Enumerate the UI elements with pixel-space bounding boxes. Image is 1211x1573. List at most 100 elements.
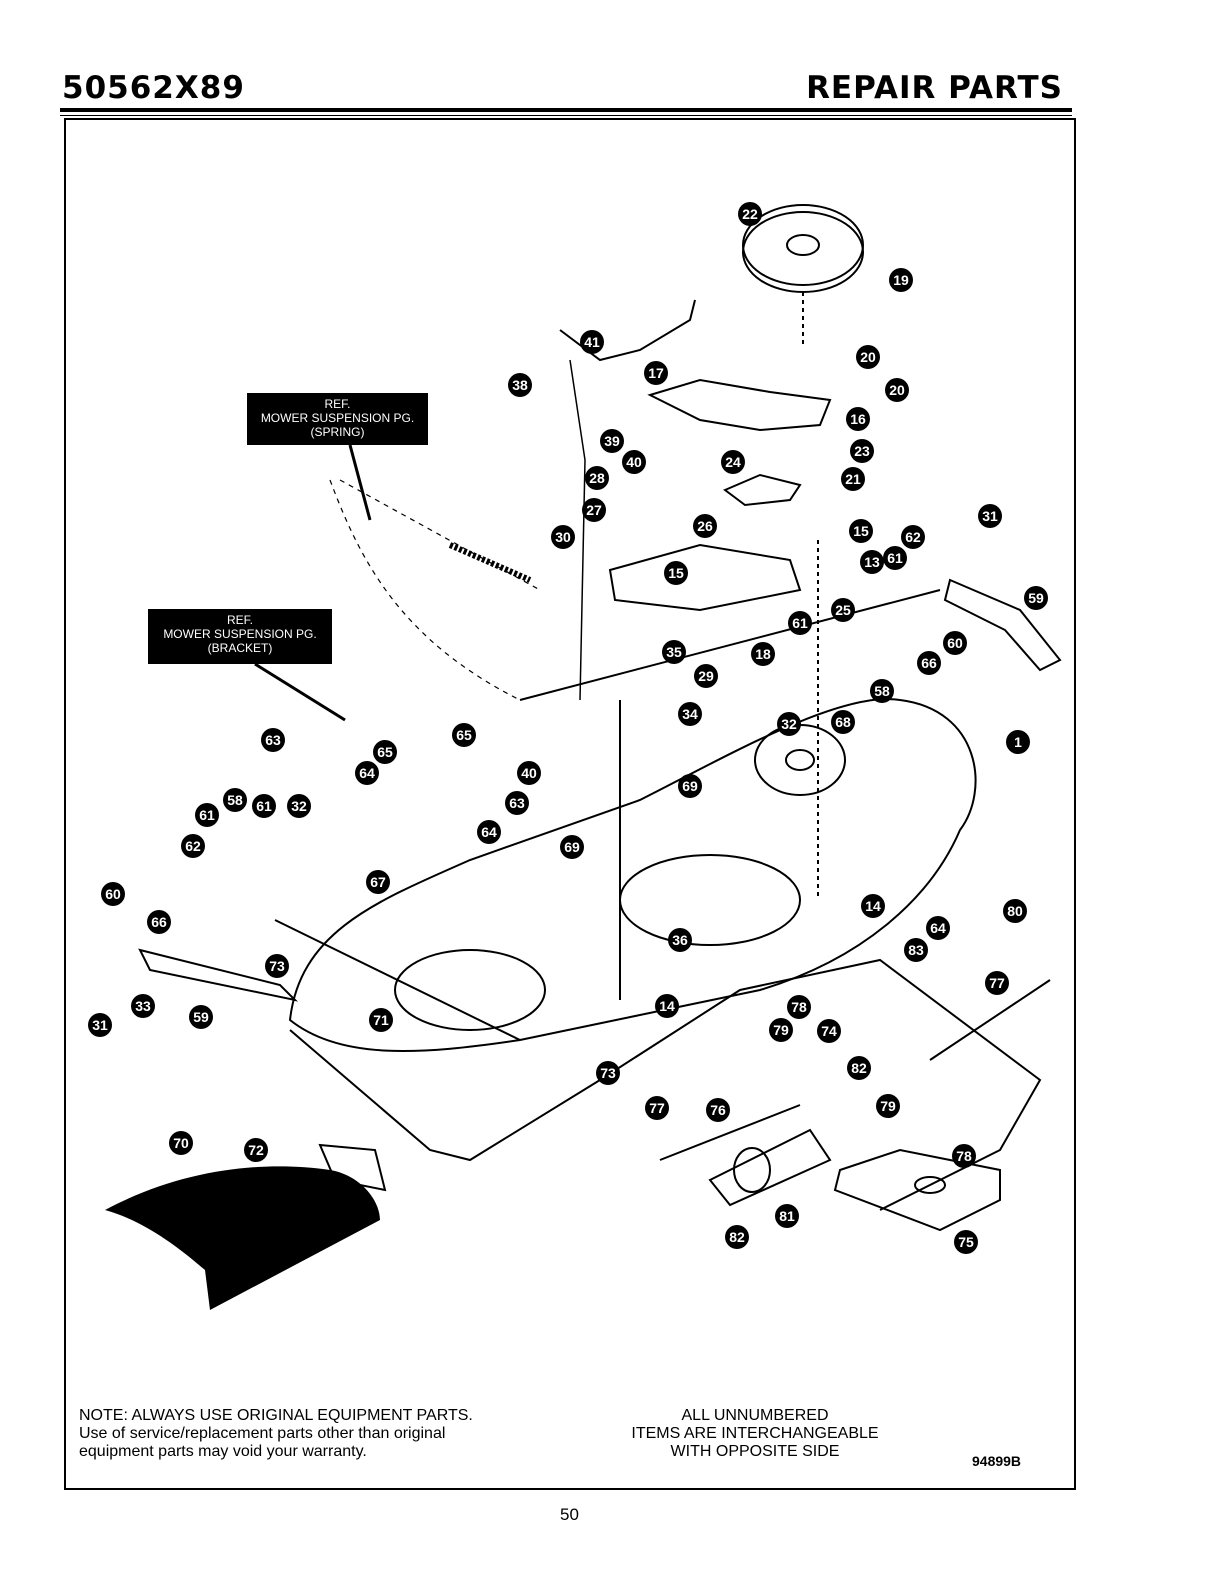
rear-rod: [274, 919, 521, 1041]
svg-text:58: 58: [874, 683, 890, 699]
callout-23: 23: [850, 439, 874, 463]
note-line: Use of service/replacement parts other t…: [79, 1425, 446, 1442]
callout-16: 16: [846, 407, 870, 431]
svg-text:61: 61: [256, 798, 272, 814]
svg-text:59: 59: [1028, 590, 1044, 606]
callout-20: 20: [856, 345, 880, 369]
svg-text:70: 70: [173, 1135, 189, 1151]
callout-32: 32: [777, 712, 801, 736]
svg-text:16: 16: [850, 411, 866, 427]
callout-59: 59: [1024, 586, 1048, 610]
callout-63: 63: [261, 728, 285, 752]
callout-25: 25: [831, 598, 855, 622]
ref-line: (SPRING): [310, 425, 365, 439]
callout-24: 24: [721, 450, 745, 474]
svg-text:23: 23: [854, 443, 870, 459]
ref-line: (BRACKET): [207, 641, 273, 655]
callout-64: 64: [926, 916, 950, 940]
gauge-wheel: [733, 1147, 771, 1193]
callout-32: 32: [287, 794, 311, 818]
callout-22: 22: [738, 202, 762, 226]
svg-text:19: 19: [893, 272, 909, 288]
callout-58: 58: [223, 788, 247, 812]
svg-text:20: 20: [889, 382, 905, 398]
svg-text:78: 78: [956, 1148, 972, 1164]
svg-text:21: 21: [845, 471, 861, 487]
svg-text:40: 40: [626, 454, 642, 470]
note-line: ALL UNNUMBERED: [681, 1407, 829, 1424]
svg-text:62: 62: [185, 838, 201, 854]
callout-60: 60: [101, 882, 125, 906]
svg-text:28: 28: [589, 470, 605, 486]
callout-83: 83: [904, 938, 928, 962]
svg-text:18: 18: [755, 646, 771, 662]
callout-68: 68: [831, 710, 855, 734]
section-title: REPAIR PARTS: [806, 70, 1063, 106]
callout-59: 59: [189, 1005, 213, 1029]
svg-text:80: 80: [1007, 903, 1023, 919]
callout-81: 81: [775, 1204, 799, 1228]
note-unnumbered-items: ALL UNNUMBERED ITEMS ARE INTERCHANGEABLE…: [610, 1407, 900, 1461]
svg-text:65: 65: [456, 727, 472, 743]
svg-text:36: 36: [672, 932, 688, 948]
svg-text:34: 34: [682, 706, 698, 722]
callout-40: 40: [517, 761, 541, 785]
diagram-code: 94899B: [972, 1453, 1022, 1469]
idler-bracket: [647, 378, 832, 432]
note-original-parts: NOTE: ALWAYS USE ORIGINAL EQUIPMENT PART…: [79, 1407, 539, 1461]
svg-text:73: 73: [269, 958, 285, 974]
callout-77: 77: [985, 971, 1009, 995]
callout-58: 58: [870, 679, 894, 703]
ref-box-spring: REF. MOWER SUSPENSION PG. (SPRING): [247, 393, 428, 445]
model-number: 50562X89: [62, 70, 245, 106]
svg-text:66: 66: [921, 655, 937, 671]
svg-text:77: 77: [989, 975, 1005, 991]
svg-text:79: 79: [880, 1098, 896, 1114]
callout-79: 79: [769, 1018, 793, 1042]
svg-text:75: 75: [958, 1234, 974, 1250]
svg-text:14: 14: [865, 898, 881, 914]
svg-text:31: 31: [982, 508, 998, 524]
svg-text:78: 78: [791, 999, 807, 1015]
svg-text:71: 71: [373, 1012, 389, 1028]
callout-62: 62: [181, 834, 205, 858]
callout-29: 29: [694, 664, 718, 688]
svg-text:33: 33: [135, 998, 151, 1014]
callout-60: 60: [943, 631, 967, 655]
page-number: 50: [560, 1505, 579, 1524]
callout-82: 82: [847, 1056, 871, 1080]
svg-text:64: 64: [930, 920, 946, 936]
gauge-bracket: [833, 1148, 1001, 1232]
svg-text:24: 24: [725, 454, 741, 470]
svg-text:30: 30: [555, 529, 571, 545]
svg-text:15: 15: [668, 565, 684, 581]
callout-34: 34: [678, 702, 702, 726]
note-line: NOTE: ALWAYS USE ORIGINAL EQUIPMENT PART…: [79, 1407, 473, 1424]
ref-box-bracket: REF. MOWER SUSPENSION PG. (BRACKET): [148, 609, 332, 664]
svg-text:27: 27: [586, 502, 602, 518]
svg-text:66: 66: [151, 914, 167, 930]
callout-73: 73: [265, 954, 289, 978]
callout-79: 79: [876, 1094, 900, 1118]
callout-64: 64: [477, 820, 501, 844]
callout-63: 63: [505, 791, 529, 815]
svg-text:64: 64: [359, 765, 375, 781]
svg-text:69: 69: [564, 839, 580, 855]
callout-61: 61: [883, 546, 907, 570]
callout-20: 20: [885, 378, 909, 402]
header-rule: [60, 108, 1072, 112]
callout-15: 15: [664, 561, 688, 585]
svg-text:79: 79: [773, 1022, 789, 1038]
svg-text:83: 83: [908, 942, 924, 958]
callout-74: 74: [817, 1019, 841, 1043]
callout-69: 69: [560, 835, 584, 859]
svg-text:72: 72: [248, 1142, 264, 1158]
svg-text:81: 81: [779, 1208, 795, 1224]
svg-text:76: 76: [710, 1102, 726, 1118]
svg-text:14: 14: [659, 998, 675, 1014]
callout-17: 17: [644, 361, 668, 385]
svg-text:41: 41: [584, 334, 600, 350]
note-line: ITEMS ARE INTERCHANGEABLE: [631, 1425, 879, 1442]
svg-text:64: 64: [481, 824, 497, 840]
